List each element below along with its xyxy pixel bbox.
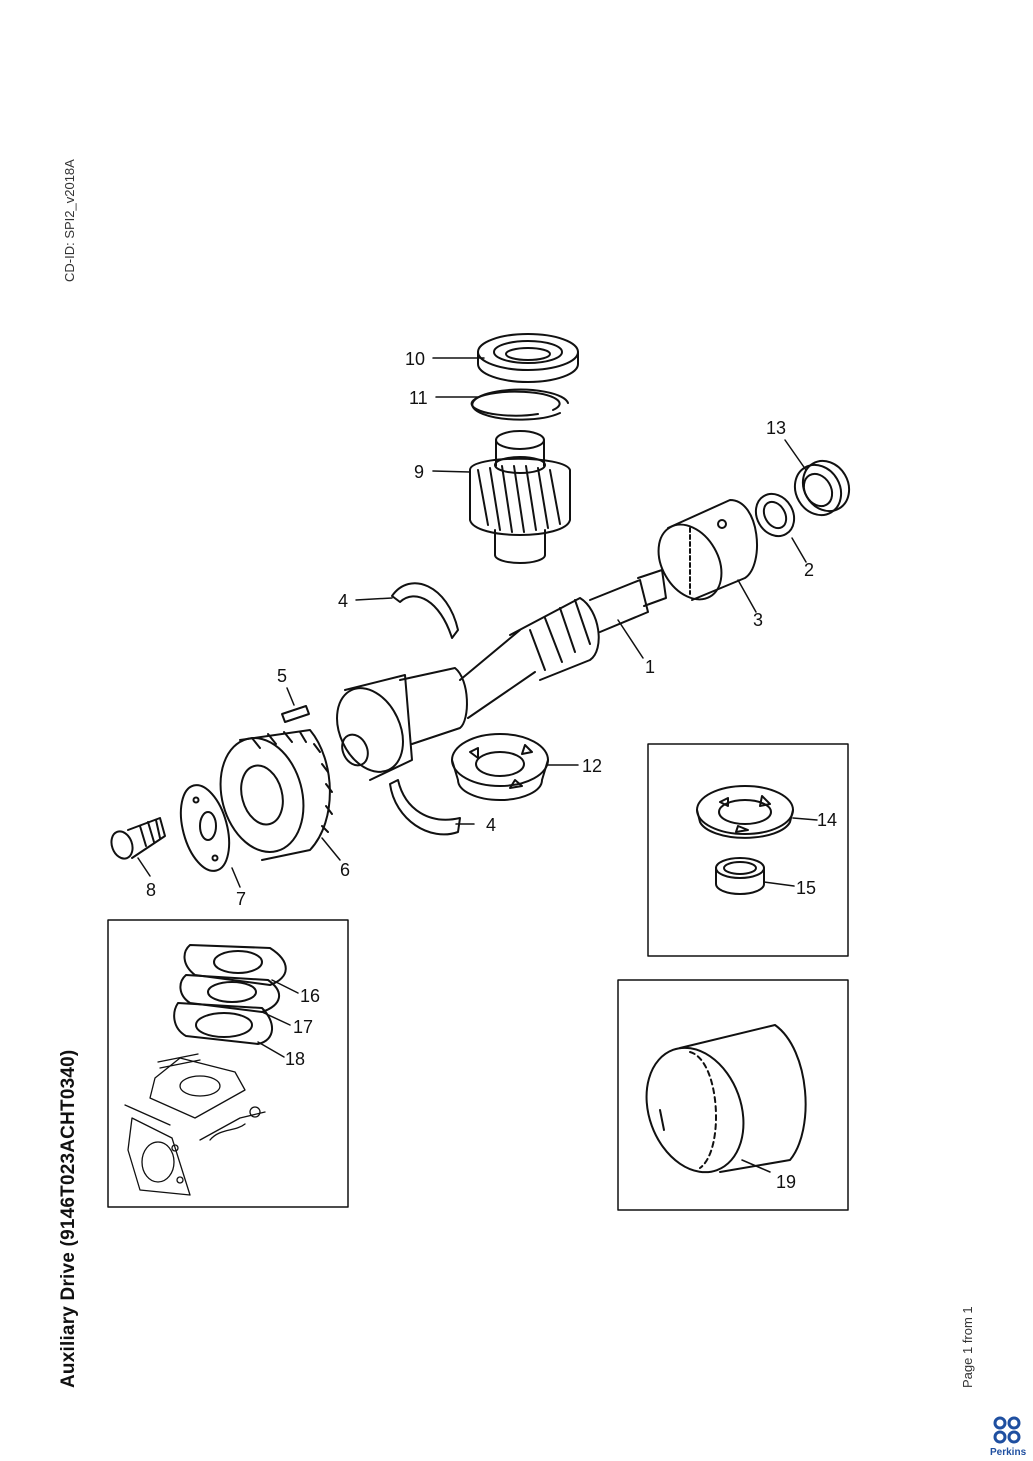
callout-4-upper: 4 [338, 591, 348, 611]
part-16-gasket [183, 944, 287, 986]
part-14-seal [696, 785, 794, 839]
callout-3: 3 [753, 610, 763, 630]
part-7-plate [179, 784, 231, 872]
callout-19: 19 [776, 1172, 796, 1192]
inset-box-cover [617, 979, 849, 1211]
callout-8: 8 [146, 880, 156, 900]
part-13-bearing [793, 459, 851, 517]
part-12-seal [451, 733, 549, 801]
callout-13: 13 [766, 418, 786, 438]
part-5-pin [281, 705, 310, 723]
callout-10: 10 [405, 349, 425, 369]
callout-9: 9 [414, 462, 424, 482]
callout-16: 16 [300, 986, 320, 1006]
part-6-gear [219, 729, 333, 861]
callout-1: 1 [645, 657, 655, 677]
callout-11: 11 [409, 388, 428, 408]
callout-7: 7 [236, 889, 246, 909]
part-15-bush [715, 857, 765, 895]
perkins-logo-icon [993, 1416, 1021, 1444]
callout-6: 6 [340, 860, 350, 880]
callout-14: 14 [817, 810, 837, 830]
part-3-sleeve [657, 499, 758, 601]
part-10-seal [477, 333, 579, 383]
brand-name: Perkins [990, 1447, 1027, 1458]
part-2-washer [754, 492, 796, 538]
callout-17: 17 [293, 1017, 313, 1037]
part-9-gear [469, 430, 571, 564]
callout-15: 15 [796, 878, 816, 898]
housing-reference [124, 1053, 266, 1196]
part-8-bolt [110, 817, 166, 860]
callout-18: 18 [285, 1049, 305, 1069]
inset-box-gaskets [107, 919, 349, 1208]
leader-lines [137, 357, 818, 1173]
part-11-ring [470, 388, 569, 421]
part-18-gasket [173, 1002, 273, 1045]
callout-5: 5 [277, 666, 287, 686]
part-1-shaft [336, 569, 667, 781]
callout-2: 2 [804, 560, 814, 580]
inset-box-seal [647, 743, 849, 957]
callout-12: 12 [582, 756, 602, 776]
callout-4-lower: 4 [486, 815, 496, 835]
part-19-cover [645, 1024, 807, 1174]
part-4-thrust-washer-upper [391, 582, 459, 639]
part-4-thrust-washer-lower [389, 779, 461, 836]
